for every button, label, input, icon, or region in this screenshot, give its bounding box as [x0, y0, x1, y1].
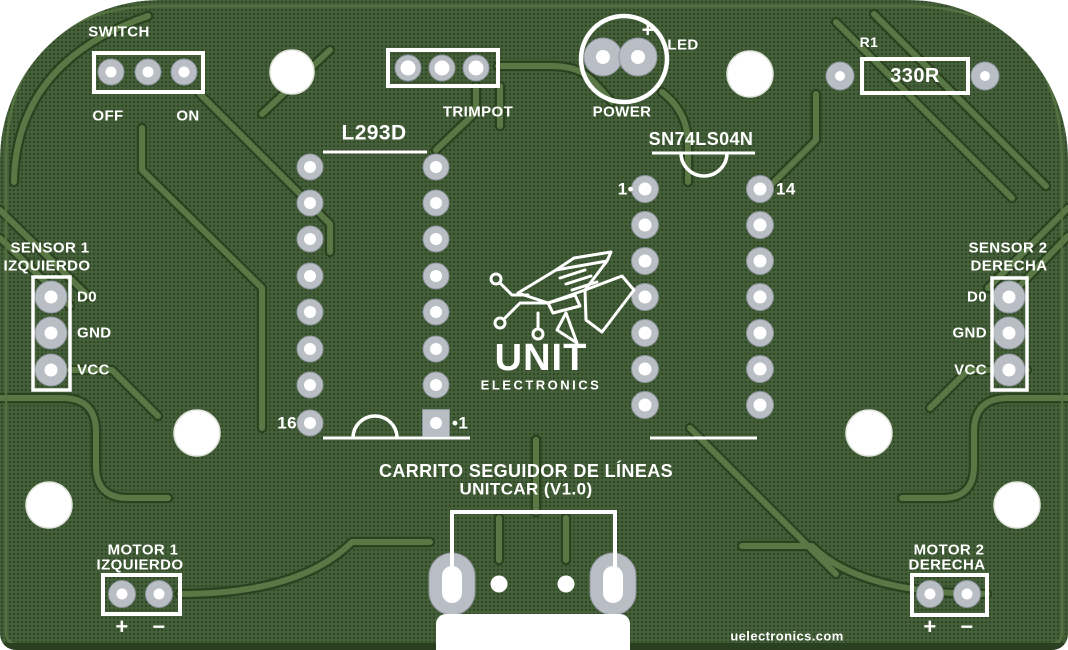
- board-title-line1: CARRITO SEGUIDOR DE LÍNEAS: [378, 461, 674, 481]
- mounting-hole: [173, 409, 221, 457]
- sensor1-outline: [31, 275, 72, 392]
- l293d-pin1-label: •1: [452, 413, 469, 433]
- mounting-hole: [269, 49, 315, 95]
- mounting-hole: [726, 50, 774, 98]
- power-label: POWER: [592, 103, 652, 121]
- sensor2-name: SENSOR 2: [968, 239, 1048, 257]
- sensor1-pin-vcc: VCC: [77, 361, 110, 379]
- motor2-minus-mark: −: [960, 614, 974, 639]
- motor2-plus-mark: +: [923, 614, 937, 639]
- motor2-name: MOTOR 2: [913, 541, 985, 559]
- motor1-position: IZQUIERDO: [96, 556, 184, 574]
- sensor1-pin-d0: D0: [77, 288, 97, 306]
- l293d-pin16-label: 16: [277, 413, 297, 433]
- drone-circuit-icon: [489, 250, 636, 345]
- motor2-position: DERECHA: [908, 556, 986, 574]
- r1-outline: [860, 57, 970, 95]
- silkscreen-shapes: [31, 13, 1029, 617]
- sensor1-name: SENSOR 1: [10, 239, 90, 257]
- sn74-pin1-label: 1•: [617, 179, 634, 199]
- sensor2-pin-vcc: VCC: [954, 361, 987, 379]
- trimpot-label: TRIMPOT: [442, 103, 514, 121]
- sn74-pin14-label: 14: [776, 179, 796, 199]
- switch-on-label: ON: [176, 107, 200, 125]
- switch-label: SWITCH: [88, 23, 150, 41]
- motor1-plus-mark: +: [115, 614, 129, 639]
- sn74ls04n-pads: [631, 175, 774, 419]
- switch-off-label: OFF: [92, 107, 124, 125]
- trimpot-outline: [386, 48, 500, 88]
- mounting-hole: [25, 481, 73, 529]
- bottom-small-hole: [490, 575, 508, 593]
- power-led-outline: [578, 13, 670, 105]
- pads-silver: [34, 37, 1026, 616]
- mounting-holes: [25, 49, 1041, 529]
- bottom-small-hole: [557, 575, 575, 593]
- board-title-line2: UNITCAR (V1.0): [459, 479, 593, 499]
- led-label: LED: [667, 36, 699, 54]
- bottom-edge-cutout: [436, 614, 630, 650]
- l293d-notch: [351, 414, 399, 439]
- sensor2-pin-gnd: GND: [952, 324, 987, 342]
- sn74ls04n-label: SN74LS04N: [648, 129, 754, 149]
- website-text: uelectronics.com: [730, 628, 844, 644]
- sensor1-position: IZQUIERDO: [3, 257, 91, 275]
- power-led-pads: [583, 37, 658, 77]
- r1-ref-label: R1: [859, 34, 879, 50]
- switch-outline: [92, 51, 205, 94]
- sensor2-outline: [990, 276, 1029, 392]
- motor1-outline: [101, 573, 182, 616]
- pad-holes: [44, 50, 1016, 603]
- sn74-notch: [679, 152, 729, 178]
- logo-brand-text: UNIT: [494, 337, 588, 379]
- motor2-outline: [910, 573, 989, 617]
- mounting-hole: [845, 409, 893, 457]
- mounting-hole: [993, 481, 1041, 529]
- motor1-minus-mark: −: [152, 614, 166, 639]
- l293d-label: L293D: [341, 121, 407, 145]
- sensor1-pin-gnd: GND: [77, 324, 112, 342]
- logo-sub-text: ELECTRONICS: [480, 377, 602, 393]
- r1-value-label: 330R: [890, 65, 940, 87]
- bottom-connector-outline: [450, 510, 617, 570]
- l293d-pads: [296, 153, 450, 437]
- sensor2-position: DERECHA: [970, 257, 1048, 275]
- motor1-name: MOTOR 1: [107, 541, 179, 559]
- sensor2-pin-d0: D0: [967, 288, 987, 306]
- led-plus-mark: +: [641, 18, 655, 42]
